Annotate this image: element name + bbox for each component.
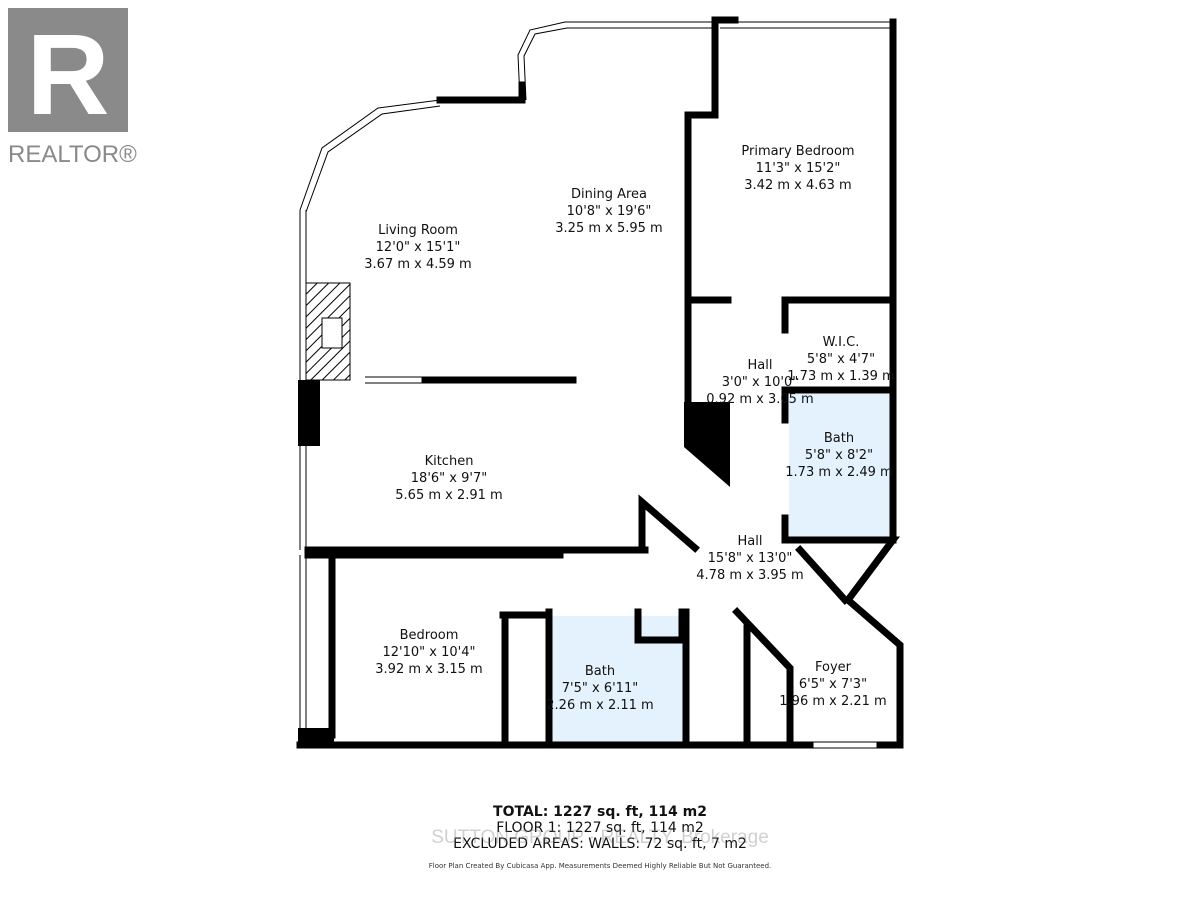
floor-area: FLOOR 1: 1227 sq. ft, 114 m2	[496, 820, 704, 836]
room-foyer: Foyer 6'5" x 7'3" 1.96 m x 2.21 m	[779, 659, 886, 710]
room-name: Foyer	[814, 660, 852, 675]
room-kitchen: Kitchen 18'6" x 9'7" 5.65 m x 2.91 m	[395, 453, 502, 504]
room-imperial: 12'10" x 10'4"	[382, 645, 476, 660]
room-metric: 3.67 m x 4.59 m	[364, 257, 472, 272]
room-imperial: 5'8" x 4'7"	[806, 352, 876, 367]
room-name: Hall	[747, 358, 773, 373]
room-metric: 1.96 m x 2.21 m	[779, 694, 887, 709]
room-name: Living Room	[378, 223, 458, 238]
wall-block-left	[298, 380, 320, 446]
room-metric: 2.26 m x 2.11 m	[546, 698, 654, 713]
room-living-room: Living Room 12'0" x 15'1" 3.67 m x 4.59 …	[364, 222, 471, 273]
room-hall-main: Hall 15'8" x 13'0" 4.78 m x 3.95 m	[696, 533, 803, 584]
room-bedroom: Bedroom 12'10" x 10'4" 3.92 m x 3.15 m	[375, 627, 482, 678]
room-imperial: 6'5" x 7'3"	[798, 677, 868, 692]
realtor-logo: R REALTOR®	[8, 8, 137, 166]
room-name: Hall	[737, 534, 763, 549]
room-imperial: 18'6" x 9'7"	[410, 471, 488, 486]
room-metric: 3.92 m x 3.15 m	[375, 662, 483, 677]
room-metric: 1.73 m x 2.49 m	[785, 465, 893, 480]
room-imperial: 10'8" x 19'6"	[566, 204, 652, 219]
room-primary-bedroom: Primary Bedroom 11'3" x 15'2" 3.42 m x 4…	[741, 143, 854, 194]
floor-plan	[296, 16, 904, 749]
room-imperial: 3'0" x 10'0"	[721, 375, 799, 390]
excluded-area: EXCLUDED AREAS: WALLS: 72 sq. ft, 7 m2	[453, 836, 747, 852]
room-bath-primary: Bath 5'8" x 8'2" 1.73 m x 2.49 m	[785, 430, 892, 481]
total-area: TOTAL: 1227 sq. ft, 114 m2	[493, 804, 707, 820]
room-metric: 0.92 m x 3.05 m	[706, 392, 814, 407]
area-summary: TOTAL: 1227 sq. ft, 114 m2 FLOOR 1: 1227…	[0, 804, 1200, 870]
room-metric: 1.73 m x 1.39 m	[787, 369, 895, 384]
room-imperial: 11'3" x 15'2"	[755, 161, 841, 176]
room-metric: 5.65 m x 2.91 m	[395, 488, 503, 503]
wall-block-hall	[684, 402, 730, 487]
room-name: Dining Area	[570, 187, 648, 202]
room-metric: 3.25 m x 5.95 m	[555, 221, 663, 236]
room-bath-second: Bath 7'5" x 6'11" 2.26 m x 2.11 m	[546, 663, 653, 714]
room-wic: W.I.C. 5'8" x 4'7" 1.73 m x 1.39 m	[787, 334, 894, 385]
walls	[296, 16, 904, 749]
room-dining-area: Dining Area 10'8" x 19'6" 3.25 m x 5.95 …	[555, 186, 662, 237]
room-imperial: 7'5" x 6'11"	[561, 681, 639, 696]
room-name: Bedroom	[399, 628, 459, 643]
svg-text:REALTOR®: REALTOR®	[8, 141, 137, 166]
room-name: Kitchen	[424, 454, 474, 469]
room-imperial: 5'8" x 8'2"	[804, 448, 874, 463]
svg-text:R: R	[26, 11, 109, 139]
room-name: Primary Bedroom	[741, 144, 855, 159]
bath-fill-primary	[789, 394, 893, 540]
wall-block-corner	[298, 728, 334, 748]
room-name: Bath	[584, 664, 616, 679]
room-hall-upper: Hall 3'0" x 10'0" 0.92 m x 3.05 m	[706, 357, 813, 408]
room-name: W.I.C.	[822, 335, 860, 350]
room-metric: 4.78 m x 3.95 m	[696, 568, 804, 583]
disclaimer: Floor Plan Created By Cubicasa App. Meas…	[428, 862, 772, 870]
fireplace-hearth	[321, 317, 343, 349]
room-name: Bath	[823, 431, 855, 446]
room-imperial: 15'8" x 13'0"	[707, 551, 793, 566]
room-metric: 3.42 m x 4.63 m	[744, 178, 852, 193]
room-imperial: 12'0" x 15'1"	[375, 240, 461, 255]
